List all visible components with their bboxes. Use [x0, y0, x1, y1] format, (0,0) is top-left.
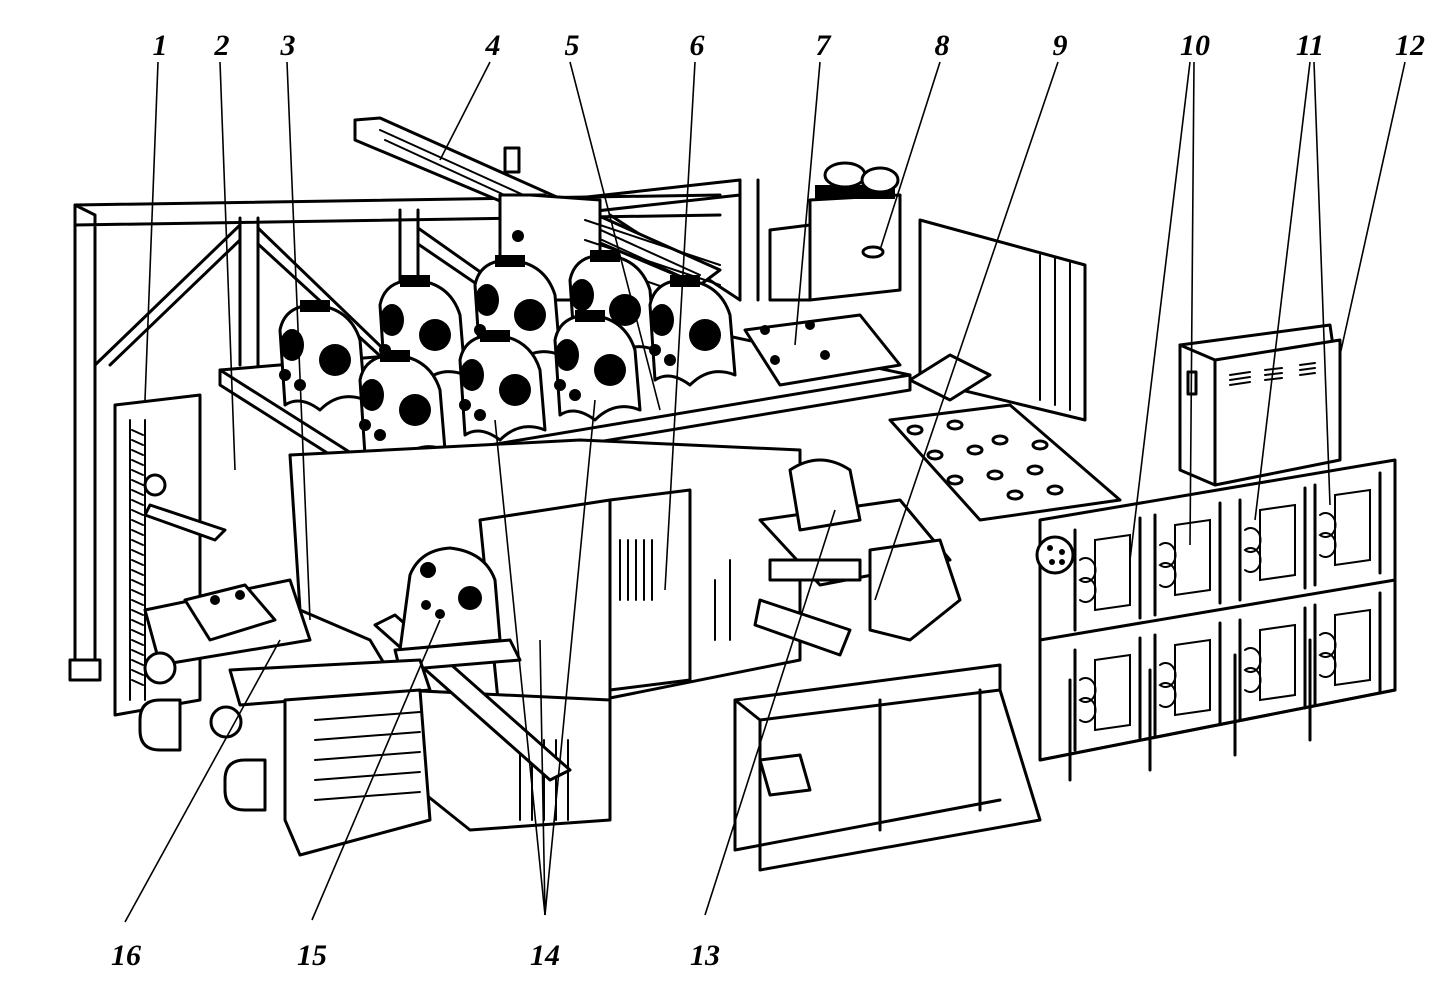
callout-label: 15: [297, 939, 327, 972]
main-body: [288, 438, 802, 832]
callout-10: 10: [1129, 29, 1210, 561]
leader-line: [794, 61, 821, 346]
motor-unit: [768, 161, 902, 302]
leader-line: [539, 639, 546, 916]
callout-label: 10: [1180, 29, 1210, 62]
perforated-plate: [888, 403, 1122, 522]
callout-label: 7: [816, 29, 832, 62]
callout-7: 7: [794, 29, 832, 346]
leader-line: [569, 61, 661, 411]
callout-label: 3: [280, 29, 296, 62]
callout-label: 4: [485, 29, 501, 62]
callout-label: 13: [690, 939, 720, 972]
leader-line: [704, 509, 836, 916]
control-box: [1178, 323, 1342, 487]
tool-rack: [1035, 458, 1397, 762]
callout-label: 1: [153, 29, 168, 62]
roll-stand: [553, 310, 642, 422]
roll-stand: [458, 330, 547, 442]
front-frame: [733, 638, 1397, 872]
platen: [743, 313, 902, 387]
leader-line: [311, 619, 441, 921]
leader-line: [1129, 61, 1191, 561]
leader-line: [219, 61, 236, 471]
callout-label: 14: [530, 939, 560, 972]
leader-line: [124, 639, 281, 923]
leader-line: [286, 61, 311, 621]
leader-line: [1339, 61, 1406, 356]
callout-label: 6: [690, 29, 705, 62]
leader-line: [439, 61, 491, 161]
leader-line: [1254, 61, 1311, 521]
callout-label: 9: [1053, 29, 1068, 62]
roll-stand: [358, 350, 447, 462]
callout-14: 14: [494, 399, 596, 972]
callout-2: 2: [214, 29, 236, 471]
leader-line: [494, 419, 546, 916]
callout-3: 3: [280, 29, 311, 621]
roll-stand: [278, 300, 367, 412]
leader-line: [879, 61, 941, 251]
callout-label: 5: [565, 29, 580, 62]
callout-label: 16: [111, 939, 141, 972]
roll-stands: [278, 250, 737, 462]
leader-line: [1313, 61, 1331, 506]
loader-arm: [353, 116, 722, 306]
callout-4: 4: [439, 29, 501, 161]
callout-6: 6: [664, 29, 705, 591]
left-drive-base: [138, 578, 432, 857]
callout-8: 8: [879, 29, 950, 251]
leader-line: [664, 61, 696, 591]
callout-16: 16: [111, 639, 281, 972]
cabinet-panels: [908, 218, 1087, 422]
callout-9: 9: [874, 29, 1068, 601]
leader-line: [1189, 61, 1195, 546]
callout-15: 15: [297, 619, 441, 972]
callout-label: 8: [935, 29, 950, 62]
callout-11: 11: [1254, 29, 1331, 521]
callout-1: 1: [144, 29, 168, 401]
side-roll-stand: [393, 546, 522, 672]
callout-label: 2: [214, 29, 230, 62]
callout-5: 5: [565, 29, 661, 411]
roll-stand: [648, 275, 737, 387]
leader-line: [874, 61, 1059, 601]
leader-line: [144, 61, 159, 401]
callout-13: 13: [690, 509, 836, 972]
callout-label: 12: [1395, 29, 1425, 62]
callout-12: 12: [1339, 29, 1425, 356]
callout-label: 11: [1296, 29, 1324, 62]
leader-line: [544, 399, 596, 916]
